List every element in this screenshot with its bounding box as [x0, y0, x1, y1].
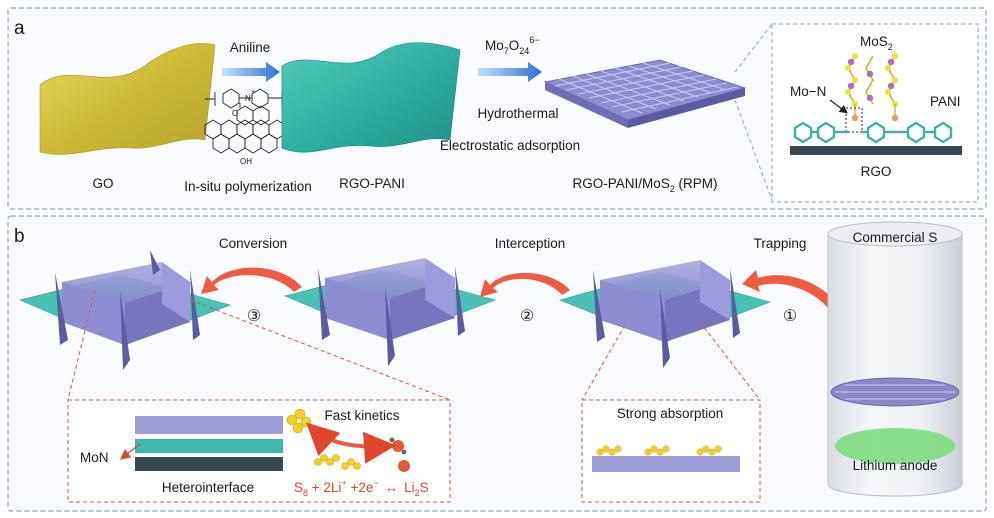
inset-mos2-label: MoS2: [860, 34, 893, 52]
rpm-grid: [543, 59, 747, 128]
go-label: GO: [92, 176, 113, 191]
conversion-arrow: [201, 267, 302, 294]
aniline-arrow: [222, 62, 280, 82]
panel-a-border: [7, 7, 987, 210]
step2-label: ②: [520, 308, 534, 325]
chem-plus: +: [251, 89, 255, 96]
adsorbed-polysulfides: [596, 445, 722, 456]
chem-n1: N: [245, 94, 251, 103]
zoom-trap-right: [699, 321, 761, 401]
inset-mon-label: Mo−N: [790, 84, 826, 99]
cell-trapping: [559, 260, 771, 368]
lithium-anode-label: Lithium anode: [853, 458, 938, 473]
panel-a-letter: a: [14, 18, 25, 39]
zoom-trap-left: [581, 324, 626, 401]
cell-conversion: [19, 250, 231, 370]
conversion-label: Conversion: [219, 236, 287, 251]
equation: S8 + 2Li+ +2e−↔Li2S: [294, 478, 429, 498]
heterointerface-label: Heterointerface: [162, 480, 254, 495]
chem-oh2: OH: [240, 157, 252, 166]
strong-absorption-label: Strong absorption: [617, 406, 724, 421]
panel-b-letter: b: [14, 226, 25, 247]
chem-o1: O: [232, 109, 238, 118]
absorption-layer: [592, 456, 740, 472]
s8-cluster: [286, 408, 361, 470]
zoom-conv-left: [67, 289, 96, 401]
rgo-pani-sheet: [281, 42, 461, 153]
mos2-chains: [845, 53, 899, 122]
mon-label: MoN: [80, 450, 109, 465]
hydrothermal-label: Hydrothermal: [477, 106, 558, 121]
fast-kinetics-label: Fast kinetics: [324, 408, 399, 423]
structure-inset: [771, 23, 979, 203]
inset-pani-label: PANI: [930, 94, 961, 109]
mon-arrow: [119, 443, 141, 460]
rgo-pani-label: RGO-PANI: [339, 176, 405, 191]
step3-label: ③: [247, 308, 261, 325]
go-sheet: [39, 43, 216, 155]
cell-interception: [284, 258, 496, 366]
mo7o24-label: Mo7O246−: [485, 35, 540, 56]
mon-pointer: [829, 99, 848, 114]
aniline-label: Aniline: [230, 40, 271, 55]
pani-layer: [135, 439, 283, 453]
rgo-layer: [790, 146, 962, 155]
trapping-arrow: [742, 270, 848, 322]
rpm-label: RGO-PANI/MoS2 (RPM): [572, 176, 717, 194]
interception-arrow: [480, 272, 570, 297]
rgo-bottom-layer: [135, 457, 283, 471]
trapping-label: Trapping: [754, 236, 807, 251]
pani-rings: [793, 121, 953, 144]
interception-label: Interception: [495, 236, 566, 251]
mo7o24-arrow: [478, 62, 542, 82]
mos2-layer: [135, 416, 283, 434]
battery-cylinder: [827, 221, 963, 497]
zoom-line-top: [734, 23, 773, 73]
zoom-conv-right: [189, 299, 451, 401]
step1-label: ①: [783, 308, 797, 325]
inset-rgo-label: RGO: [861, 164, 892, 179]
commercial-s-label: Commercial S: [853, 230, 938, 245]
electrostatic-label: Electrostatic adsorption: [440, 138, 580, 153]
mo-n-highlight: [845, 107, 863, 133]
zoom-line-bottom: [734, 99, 773, 201]
kinetics-arrow: [306, 422, 396, 464]
insitu-label: In-situ polymerization: [184, 179, 312, 194]
